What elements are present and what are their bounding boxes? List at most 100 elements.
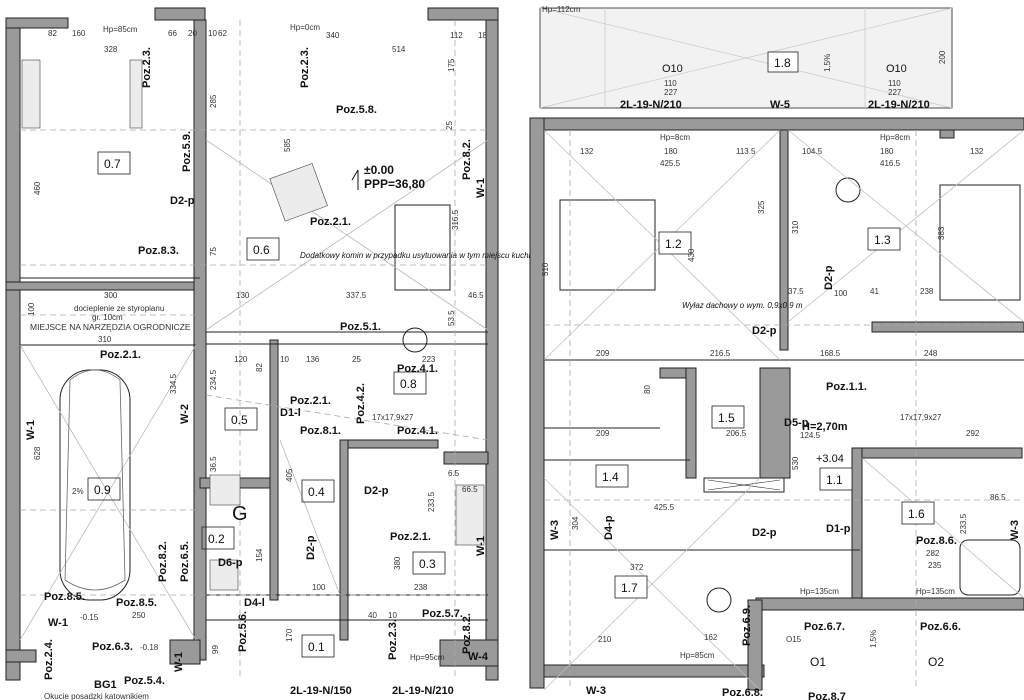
dim: 40 (368, 611, 377, 620)
room-0-2: 0.2 (208, 532, 225, 546)
level-ppp: PPP=36,80 (364, 177, 425, 191)
poz-label: Poz.2.3. (387, 619, 399, 660)
poz-label: Poz.6.3. (92, 641, 133, 653)
dim: 416.5 (880, 159, 901, 168)
dim: 175 (447, 58, 456, 72)
dim: 425.5 (660, 159, 681, 168)
dim: 310 (791, 220, 800, 234)
window-label: 2L-19-N/210 (392, 685, 454, 697)
room-1-7: 1.7 (621, 581, 638, 595)
door-label: D6-p (218, 557, 243, 569)
dim: 37.5 (788, 287, 804, 296)
dim: 120 (234, 355, 248, 364)
window-label: W-5 (770, 99, 790, 111)
dim: 113.5 (736, 147, 756, 156)
dim: 136 (306, 355, 320, 364)
dim: 235 (928, 561, 942, 570)
dim: 80 (643, 385, 652, 394)
dim: 334.5 (169, 373, 178, 394)
room-1-6: 1.6 (908, 507, 925, 521)
poz-label: Poz.5.7. (422, 608, 463, 620)
door-label: D1-p (826, 523, 851, 535)
o10-right: O10 (886, 63, 907, 75)
wall-bottom-l (543, 664, 765, 678)
wall-int-e (851, 447, 1023, 459)
left-sheet: 82 160 Hp=85cm 66 20 10 62 Hp=0cm 340 51… (5, 7, 535, 700)
dim: 227 (664, 88, 678, 97)
dim: Hp=8cm (880, 133, 910, 142)
wall-label: W-3 (586, 685, 606, 697)
dim: 104.5 (802, 147, 823, 156)
dim: 304 (571, 516, 580, 530)
poz-label: Poz.4.1. (397, 425, 438, 437)
dim-514: 514 (392, 45, 406, 54)
dim-20: 20 (188, 29, 197, 38)
door-label: D2-p (170, 195, 195, 207)
dim: 425.5 (654, 503, 675, 512)
dim: 430 (687, 248, 696, 262)
wall-bottom-right (439, 639, 499, 667)
poz-label: Poz.2.1. (390, 531, 431, 543)
dim-340: 340 (326, 31, 340, 40)
door-label: D1-l (280, 407, 301, 419)
dim: 46.5 (468, 291, 484, 300)
wall-interior-1 (193, 19, 207, 661)
dim: 282 (926, 549, 940, 558)
door-label: D2-p (752, 527, 777, 539)
wall-int-i (939, 129, 955, 139)
dim: 628 (33, 446, 42, 460)
insulation-note-1: docieplenie ze styropianu (74, 304, 164, 313)
poz-label: Poz.1.1. (826, 381, 867, 393)
wall-top-left (5, 17, 69, 29)
dim: 82 (255, 363, 264, 372)
dim: 36.5 (209, 456, 218, 472)
dim: 238 (920, 287, 934, 296)
dim: 372 (630, 563, 644, 572)
dim: 25 (445, 121, 454, 130)
dim-18: 18 (478, 31, 487, 40)
poz-label: Poz.2.4. (43, 639, 55, 680)
wall-bottom-r (755, 597, 1024, 611)
dim: 10 (388, 611, 397, 620)
poz-label: Poz.2.1. (100, 349, 141, 361)
poz-label: Poz.2.3. (141, 47, 153, 88)
poz-label: Poz.6.7. (804, 621, 845, 633)
wall-int-h (871, 321, 1024, 333)
dim: 17x17,9x27 (900, 413, 942, 422)
dim: 6.5 (448, 469, 460, 478)
room-1-4: 1.4 (602, 470, 619, 484)
dim: 75 (209, 247, 218, 256)
dim: 100 (27, 302, 36, 316)
door-label: D4-p (603, 515, 615, 540)
dim: 248 (924, 349, 938, 358)
dim: 405 (285, 468, 294, 482)
window-label: 2L-19-N/210 (868, 99, 930, 111)
dim: 110 (888, 79, 901, 88)
door-label: D2-p (364, 485, 389, 497)
dim: 25 (352, 355, 361, 364)
poz-label: Poz.6.5. (179, 541, 191, 582)
height-label: H=2,70m (802, 421, 848, 433)
window-label: 2L-19-N/210 (620, 99, 682, 111)
room-garage-g: G (232, 503, 248, 525)
wall-right-outer (485, 19, 499, 681)
poz-label: Poz.4.2. (355, 383, 367, 424)
poz-label: Poz.5.8. (336, 104, 377, 116)
dim: 170 (285, 628, 294, 642)
poz-label: Poz.4.1. (397, 363, 438, 375)
dim: 100 (312, 583, 326, 592)
dim: 460 (33, 181, 42, 195)
level-zero: ±0.00 (364, 163, 394, 177)
poz-label: Poz.6.9. (741, 605, 753, 646)
bg-label: BG1 (94, 679, 117, 691)
dim: Hp=95cm (410, 653, 445, 662)
dim: 210 (598, 635, 612, 644)
wall-label: W-3 (549, 520, 561, 540)
dim: 180 (880, 147, 894, 156)
dim: 168.5 (820, 349, 841, 358)
dim: 66.5 (462, 485, 478, 494)
dim: 53.5 (447, 310, 456, 326)
dim: 530 (791, 456, 800, 470)
wall-int-d (759, 367, 791, 479)
